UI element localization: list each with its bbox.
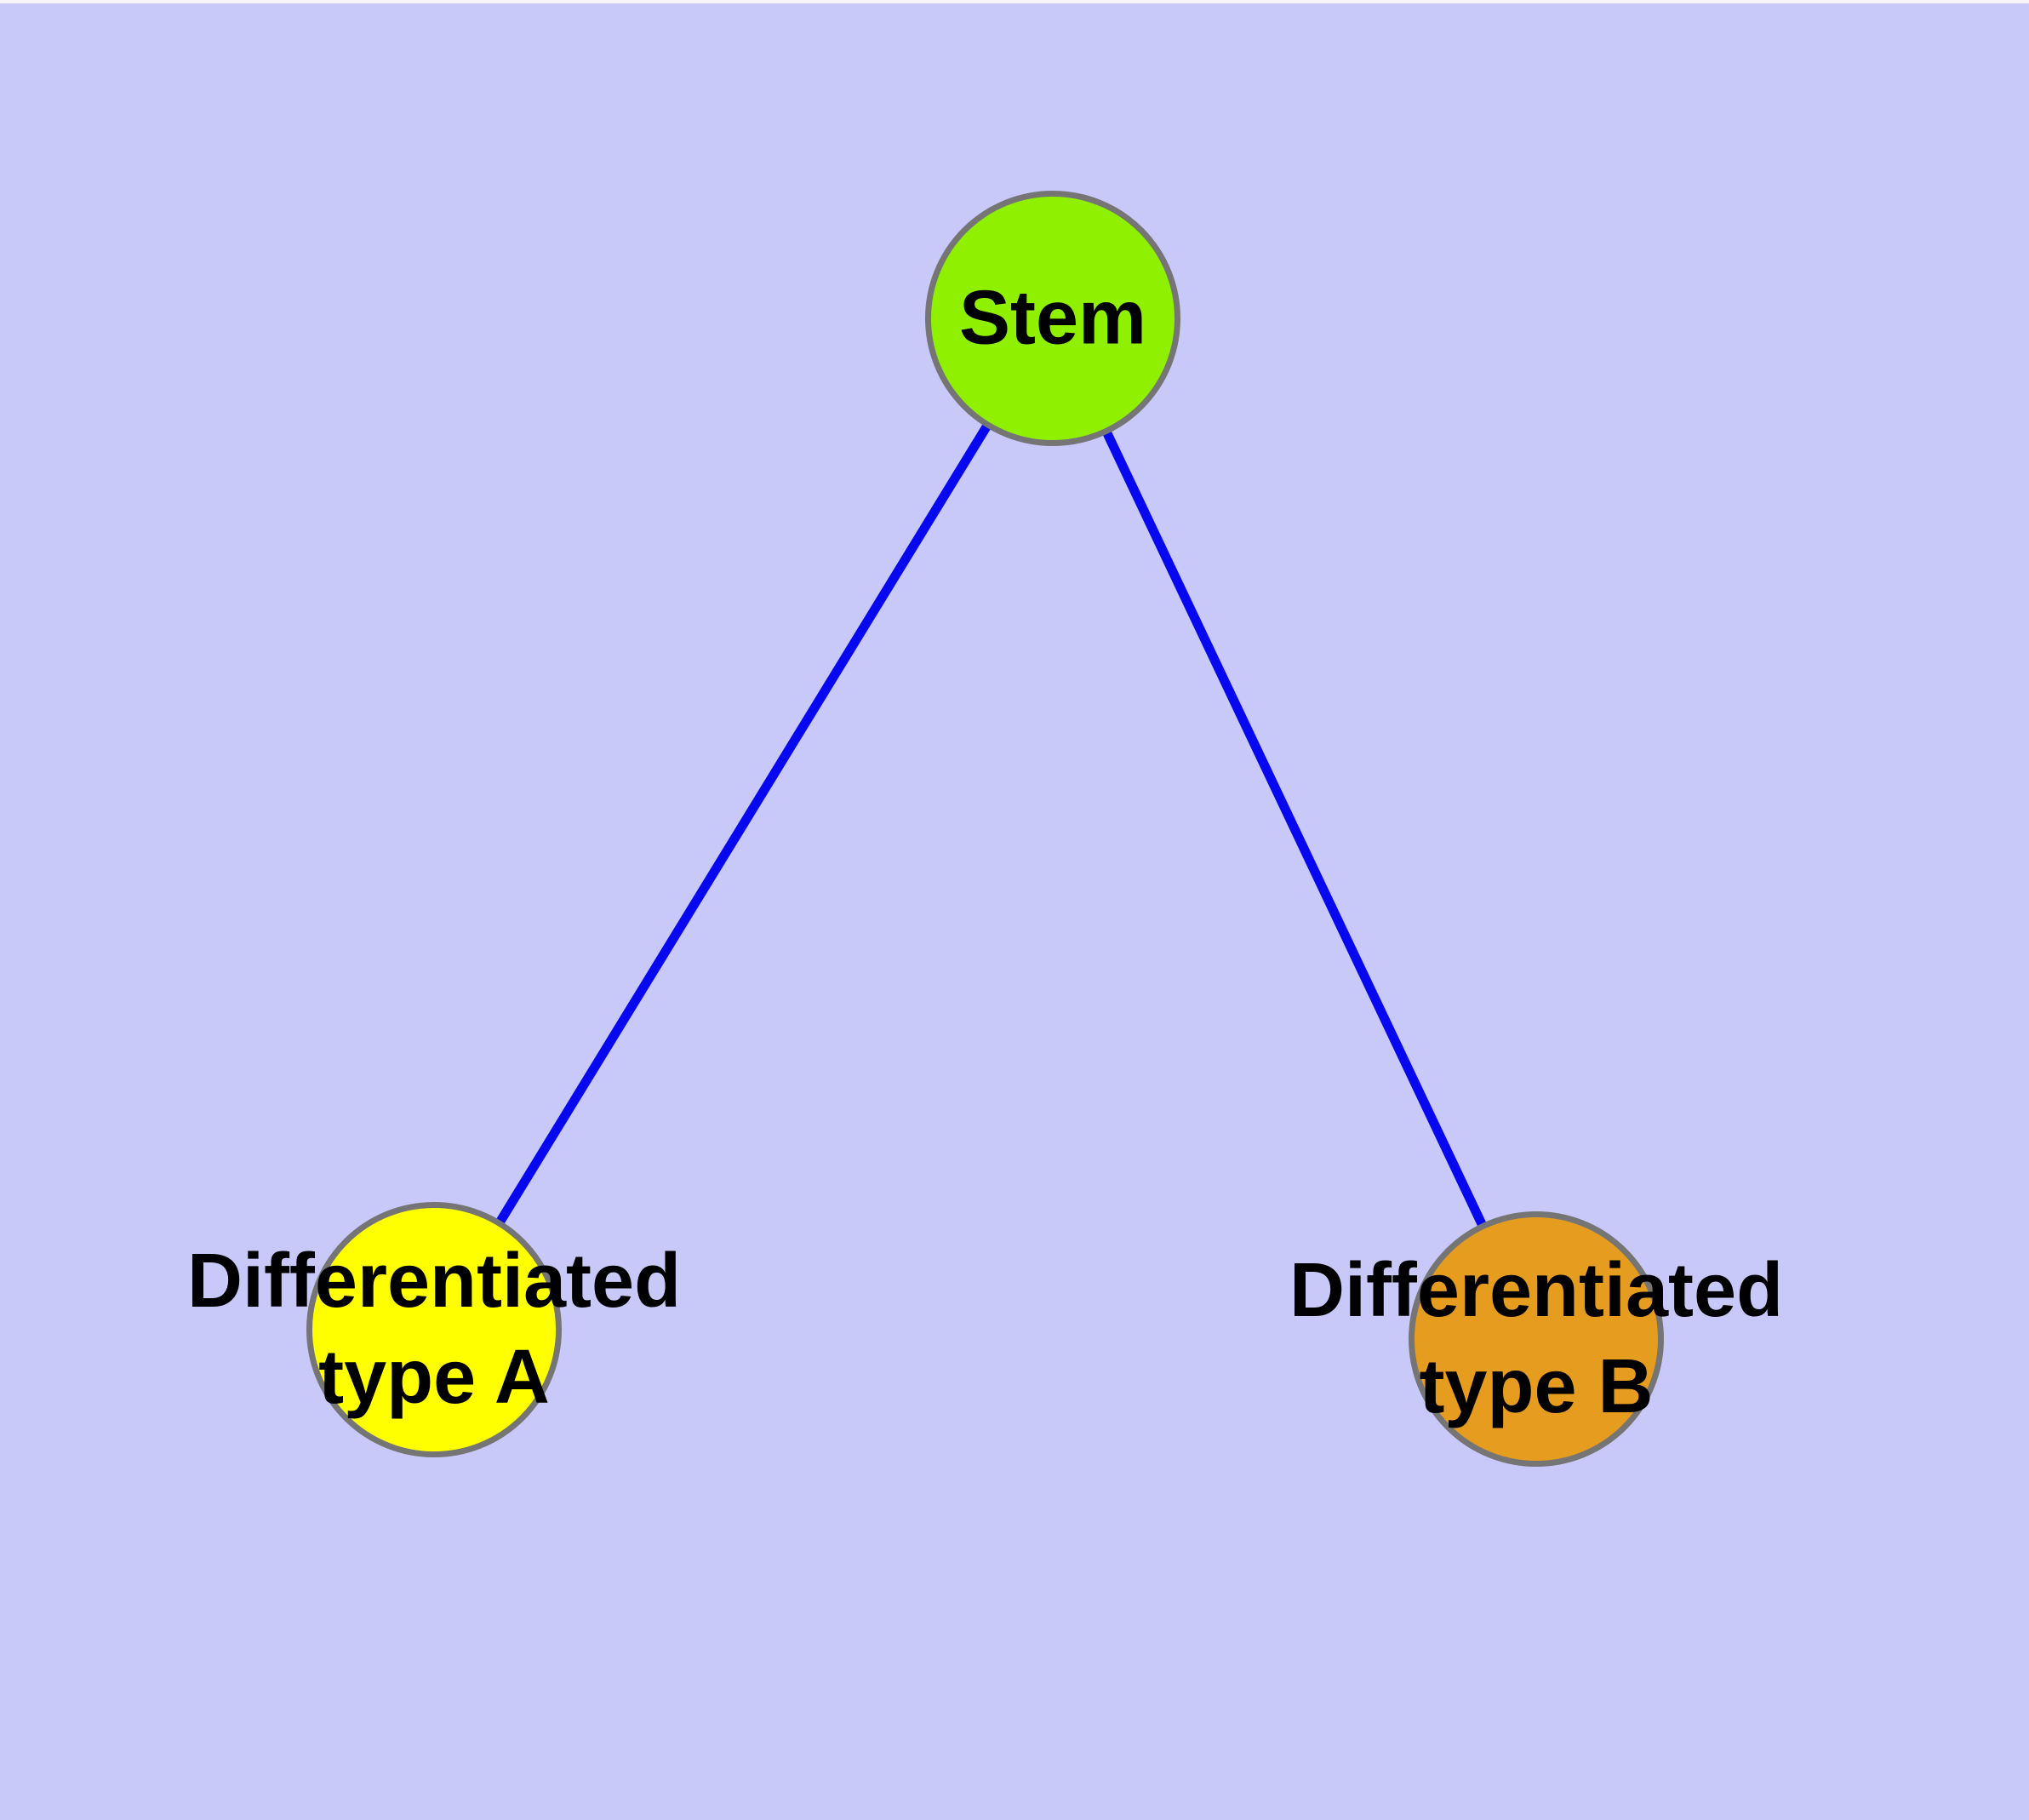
edge-stem-to-diff-a	[430, 316, 1057, 1332]
node-diff-a[interactable]	[306, 1202, 562, 1457]
canvas-top-edge	[0, 0, 2029, 3]
node-diff-b[interactable]	[1409, 1211, 1664, 1467]
edge-stem-to-diff-b	[1049, 316, 1540, 1342]
node-stem[interactable]	[925, 191, 1180, 446]
